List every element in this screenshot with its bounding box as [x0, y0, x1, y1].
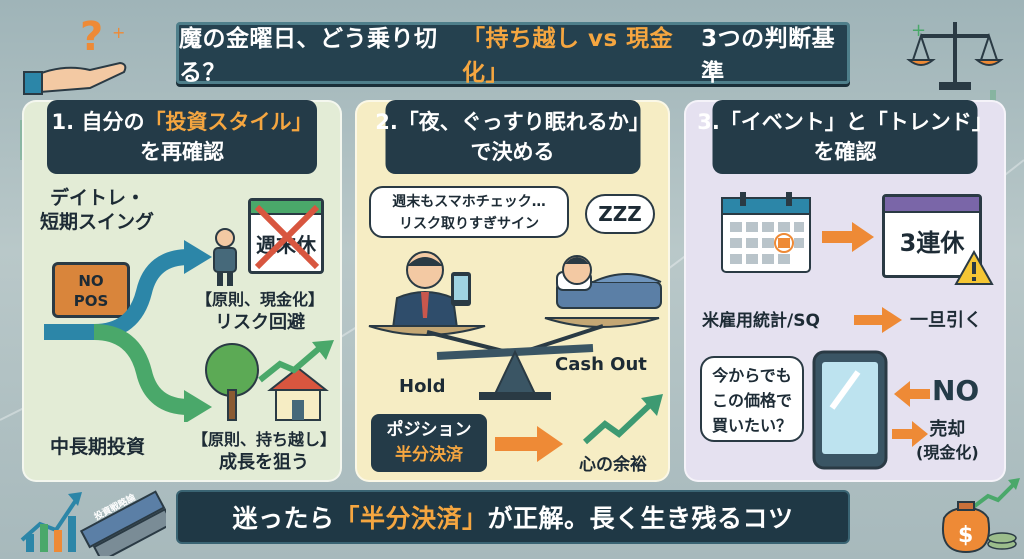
no-position-suitcase: NO POS: [52, 262, 130, 318]
bubble-line2: リスク取りすぎサイン: [399, 216, 539, 232]
weekend-calendar-crossed: 週末休: [248, 198, 324, 274]
svg-text:?: ?: [80, 14, 103, 60]
calendar-icon: [721, 192, 811, 273]
cross-mark-icon: [254, 204, 320, 270]
panel1-header: 1. 自分の「投資スタイル」 を再確認: [47, 100, 317, 174]
rule-cash-line2: リスク回避: [215, 312, 305, 333]
left-arrow-icon: [894, 381, 930, 407]
money-bag-icon: $: [942, 478, 1020, 554]
right-arrow-icon: [854, 307, 902, 333]
balance-seesaw: [368, 317, 660, 400]
position-line2: 半分決済: [395, 445, 463, 465]
flow-arrows: [44, 240, 212, 422]
panel3-header-line1: 3.「イベント」と「トレンド」: [697, 110, 993, 134]
right-arrow-icon: [495, 426, 563, 462]
warning-icon: [954, 250, 994, 285]
conclusion-post: が正解。長く生き残るコツ: [487, 504, 794, 533]
holiday-text: 3連休: [899, 229, 965, 257]
panel1-header-line2: を再確認: [140, 140, 224, 164]
conclusion-banner: 迷ったら 「半分決済」 が正解。長く生き残るコツ: [176, 490, 850, 544]
svg-text:+: +: [112, 23, 125, 42]
sleeping-person-icon: [556, 255, 662, 309]
cash-out-label: Cash Out: [555, 354, 647, 375]
svg-text:$: $: [958, 523, 973, 548]
panel2-header: 2.「夜、ぐっすり眠れるか」 で決める: [375, 100, 650, 174]
hand-question-icon: ? +: [23, 14, 127, 95]
question-speech-bubble: 今からでも この価格で 買いたい？: [700, 356, 804, 442]
rule-cash-label: 【原則、現金化】 リスク回避: [196, 288, 324, 334]
smartphone-icon: [812, 350, 888, 470]
question-line3: 買いたい？: [711, 416, 792, 435]
zzz-bubble: ZZZ: [585, 194, 655, 234]
holiday-calendar: 3連休: [882, 194, 982, 278]
panel1-header-highlight: 「投資スタイル」: [144, 110, 313, 134]
bubble-line1: 週末もスマホチェック…: [392, 194, 546, 210]
rule-hold-label: 【原則、持ち越し】 成長を狙う: [192, 428, 336, 474]
worried-man-phone-icon: [391, 251, 471, 328]
position-line1: ポジション: [386, 420, 472, 440]
daytrade-line1: デイトレ・: [50, 187, 146, 209]
suitcase-pos: POS: [73, 292, 109, 310]
question-line1: 今からでも: [712, 366, 792, 385]
growth-chart-icon: [583, 394, 663, 445]
employment-label: 米雇用統計/SQ: [702, 311, 820, 331]
zzz-text: ZZZ: [598, 202, 642, 226]
tree-house-growth-icon: [205, 340, 334, 421]
warning-speech-bubble: 週末もスマホチェック… リスク取りすぎサイン: [369, 186, 569, 238]
panel3-header-line2: を確認: [813, 140, 877, 164]
person-icon: [213, 228, 237, 286]
panel3-header: 3.「イベント」と「トレンド」 を確認: [697, 100, 993, 174]
peace-of-mind-label: 心の余裕: [579, 455, 647, 475]
conclusion-highlight: 「半分決済」: [334, 504, 488, 533]
sell-line2: (現金化): [916, 443, 979, 462]
panel1-header-pre: 1. 自分の: [51, 110, 145, 134]
rule-hold-line2: 成長を狙う: [219, 452, 309, 473]
suitcase-no: NO: [78, 272, 104, 290]
rule-cash-line1: 【原則、現金化】: [196, 290, 325, 309]
panel-event-trend: 3.「イベント」と「トレンド」 を確認 3連休 米雇用統計/SQ 一旦引く 今: [684, 100, 1006, 482]
title-post: 3つの判断基準: [701, 26, 836, 86]
daytrade-line2: 短期スイング: [40, 211, 155, 233]
rule-hold-line1: 【原則、持ち越し】: [192, 430, 337, 449]
daytrade-label: デイトレ・ 短期スイング: [40, 186, 154, 234]
half-close-box: ポジション 半分決済: [371, 414, 487, 472]
books-bar-chart-icon: [20, 490, 166, 556]
title-highlight: 「持ち越し vs 現金化」: [461, 26, 674, 86]
panel2-header-line2: で決める: [470, 140, 555, 164]
right-arrow-icon: [892, 421, 928, 447]
panel-sleep-test: 2.「夜、ぐっすり眠れるか」 で決める 週末もスマホチェック… リスク取りすぎサ…: [355, 100, 670, 482]
right-arrow-icon: [822, 222, 874, 252]
hold-label: Hold: [399, 376, 446, 397]
step-back-label: 一旦引く: [910, 310, 982, 331]
sell-line1: 売却: [929, 419, 966, 440]
title-pre: 魔の金曜日、どう乗り切る？: [179, 26, 438, 86]
question-line2: この価格で: [711, 391, 792, 410]
conclusion-pre: 迷ったら: [232, 504, 335, 533]
longterm-label: 中長期投資: [50, 436, 146, 458]
title-banner: 魔の金曜日、どう乗り切る？ 「持ち越し vs 現金化」 3つの判断基準: [176, 22, 850, 86]
sell-label: 売却 (現金化): [916, 418, 979, 464]
balance-scale-icon: +: [906, 20, 1004, 90]
panel-investment-style: 1. 自分の「投資スタイル」 を再確認 デイトレ・ 短期スイング NO POS …: [22, 100, 342, 482]
panel2-header-line1: 2.「夜、ぐっすり眠れるか」: [375, 110, 650, 134]
no-label: NO: [932, 374, 980, 407]
